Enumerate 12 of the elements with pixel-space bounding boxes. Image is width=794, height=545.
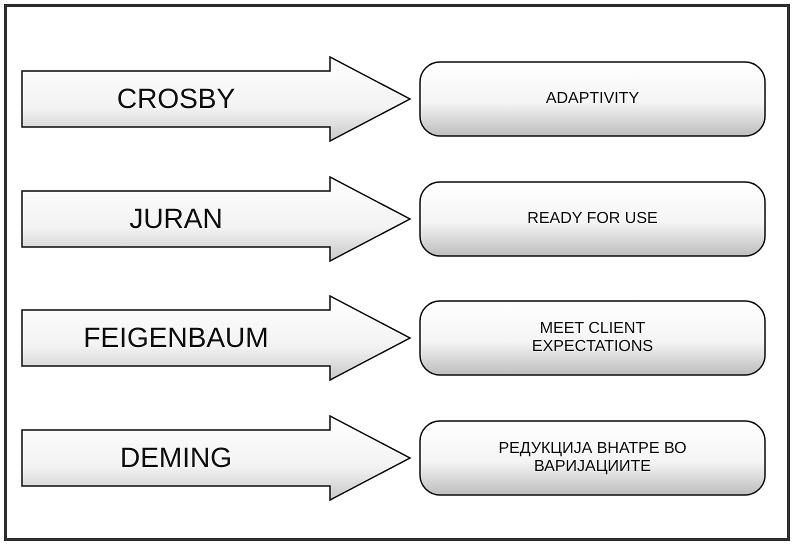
block-arrow: [21, 294, 412, 382]
block-arrow: [21, 56, 412, 142]
box-label: MEET CLIENT EXPECTATIONS: [530, 320, 654, 356]
block-arrow: [21, 176, 412, 262]
box-label: РЕДУКЦИЈА ВНАТРЕ ВО ВАРИЈАЦИИТЕ: [497, 440, 688, 476]
arrow-label: CROSBY: [116, 83, 236, 115]
arrow-label: JURAN: [128, 203, 224, 235]
arrow-label: DEMING: [119, 442, 233, 474]
box-label: ADAPTIVITY: [544, 90, 640, 108]
box-label: READY FOR USE: [526, 210, 659, 228]
block-arrow: [21, 414, 412, 502]
arrow-label: FEIGENBAUM: [82, 322, 270, 354]
